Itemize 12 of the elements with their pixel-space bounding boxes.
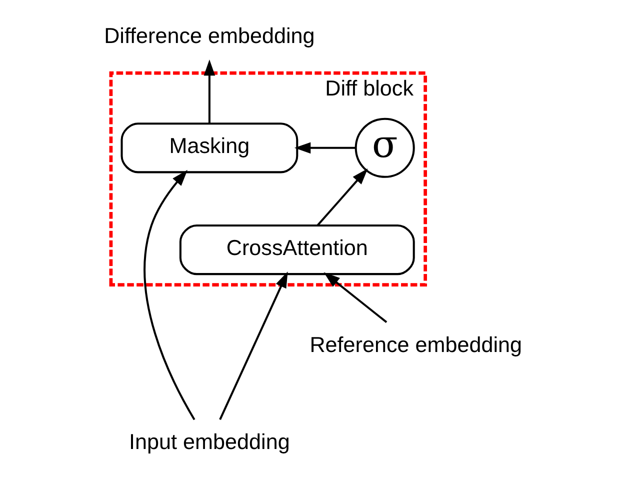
node-text: Input embedding — [128, 429, 290, 454]
arrow — [316, 168, 368, 226]
arrow — [143, 170, 195, 420]
node-box: Masking — [120, 122, 298, 174]
node-text: Difference embedding — [104, 23, 314, 48]
arrow — [218, 272, 288, 420]
arrow — [323, 272, 387, 324]
node-circle: σ — [354, 118, 414, 178]
arrow — [203, 59, 215, 124]
node-text: Reference embedding — [309, 332, 522, 358]
node-box: CrossAttention — [178, 224, 414, 276]
arrow — [294, 142, 355, 154]
